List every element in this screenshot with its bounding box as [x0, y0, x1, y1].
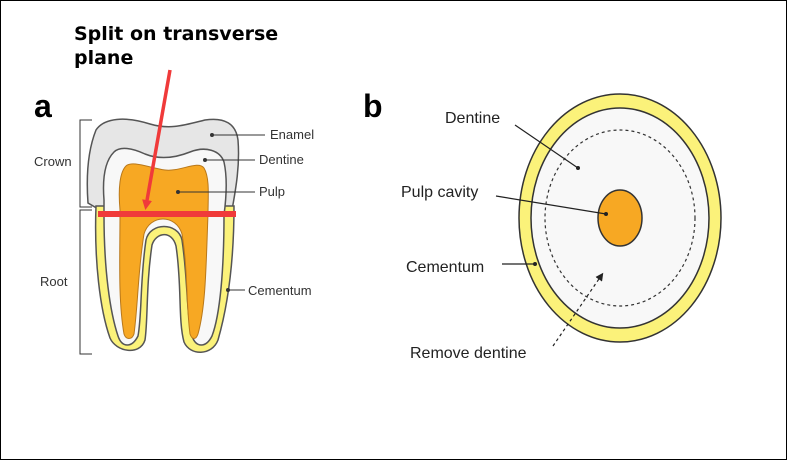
annotation-line-2: plane: [74, 47, 133, 69]
label-enamel: Enamel: [270, 127, 314, 142]
pulp-cavity: [597, 189, 643, 247]
cut-arrow: [142, 69, 172, 210]
label-dentine-a: Dentine: [259, 152, 304, 167]
transverse-section: Dentine Pulp cavity Cementum Remove dent…: [401, 93, 722, 362]
dentine-leader-b: [514, 124, 579, 169]
tooth-diagram: Crown Root Enamel Dentine Pulp Cementum: [34, 69, 314, 355]
label-cementum-a: Cementum: [248, 283, 312, 298]
annotation-line-1: Split on transverse: [74, 23, 278, 45]
label-cementum-b: Cementum: [406, 259, 484, 276]
dentine-removal-boundary: [544, 129, 696, 307]
panel-letter-a: a: [34, 88, 52, 124]
remove-dentine-arrow: [552, 272, 604, 347]
dentine-leader-b-dot: [576, 166, 580, 170]
label-pulp: Pulp: [259, 184, 285, 199]
label-root: Root: [40, 274, 68, 289]
cementum-leader-dot: [226, 288, 230, 292]
label-crown: Crown: [34, 154, 72, 169]
label-remove-dentine: Remove dentine: [410, 345, 527, 362]
root-bracket: [79, 209, 92, 355]
enamel-leader-dot: [210, 133, 214, 137]
pulp-cavity-leader: [495, 195, 607, 215]
cementum-leader-b-dot: [533, 262, 537, 266]
pulp-leader-dot: [176, 190, 180, 194]
label-dentine-b: Dentine: [445, 110, 500, 127]
label-pulp-cavity: Pulp cavity: [401, 184, 478, 201]
crown-bracket: [79, 119, 92, 208]
dentine-leader-dot: [203, 158, 207, 162]
pulp-layer: [118, 163, 209, 339]
pulp-cavity-leader-dot: [604, 212, 608, 216]
panel-letter-b: b: [363, 88, 383, 124]
